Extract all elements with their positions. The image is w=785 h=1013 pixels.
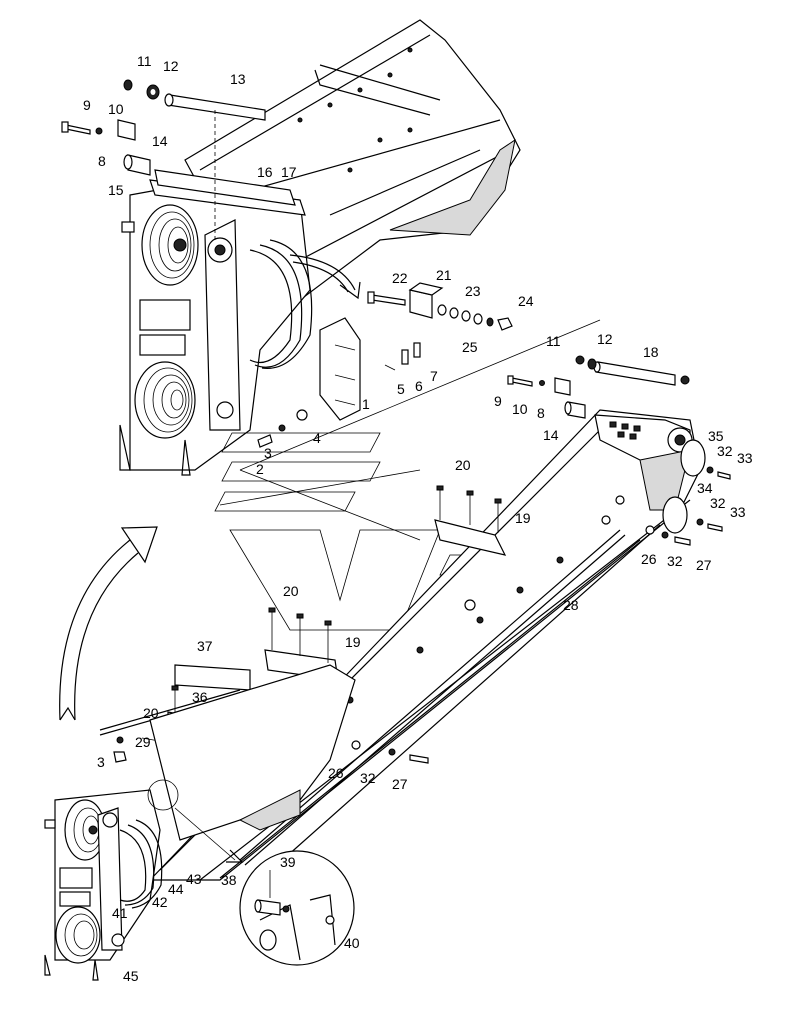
boom-head-holes — [609, 421, 641, 440]
label-6: 6 — [415, 378, 423, 394]
label-10-top: 10 — [108, 101, 124, 117]
part-labels: 11 12 13 9 10 14 8 16 17 15 22 21 23 24 … — [83, 53, 753, 984]
label-40: 40 — [344, 935, 360, 951]
label-43: 43 — [186, 871, 202, 887]
label-8-right: 8 — [537, 405, 545, 421]
label-34: 34 — [697, 480, 713, 496]
label-21: 21 — [436, 267, 452, 283]
label-20-top: 20 — [455, 457, 471, 473]
label-3-low: 3 — [97, 754, 105, 770]
label-29: 29 — [135, 734, 151, 750]
label-11-right: 11 — [546, 333, 561, 349]
right-exploded-parts — [507, 355, 731, 546]
label-18: 18 — [643, 344, 659, 360]
lower-sheave-stack — [134, 361, 196, 439]
upper-sheave-stack — [141, 204, 199, 286]
label-32-a: 32 — [717, 443, 733, 459]
label-19-top: 19 — [515, 510, 531, 526]
label-14-right: 14 — [543, 427, 559, 443]
label-45: 45 — [123, 968, 139, 984]
label-22: 22 — [392, 270, 408, 286]
upper-boom-section — [119, 19, 521, 476]
label-26-low: 26 — [328, 765, 344, 781]
flow-arrow — [59, 526, 158, 721]
label-28: 28 — [563, 597, 579, 613]
label-23: 23 — [465, 283, 481, 299]
label-9-top: 9 — [83, 97, 91, 113]
label-12-right: 12 — [597, 331, 613, 347]
label-35: 35 — [708, 428, 724, 444]
label-36: 36 — [192, 689, 208, 705]
label-14-top: 14 — [152, 133, 168, 149]
label-1: 1 — [362, 396, 370, 412]
label-3-top: 3 — [264, 445, 272, 461]
label-5: 5 — [397, 381, 405, 397]
label-20-low: 20 — [143, 705, 159, 721]
label-20-mid: 20 — [283, 583, 299, 599]
label-15: 15 — [108, 182, 124, 198]
label-27-right: 27 — [696, 557, 712, 573]
label-32-b: 32 — [710, 495, 726, 511]
label-2: 2 — [256, 461, 264, 477]
label-4: 4 — [313, 430, 321, 446]
upper-bolt-set — [436, 485, 502, 533]
label-19-mid: 19 — [345, 634, 361, 650]
label-44: 44 — [168, 881, 184, 897]
label-41: 41 — [112, 905, 128, 921]
label-38: 38 — [221, 872, 237, 888]
label-10-right: 10 — [512, 401, 528, 417]
label-27-low: 27 — [392, 776, 408, 792]
label-32-low: 32 — [360, 770, 376, 786]
label-24: 24 — [518, 293, 534, 309]
detail-zoom-circle — [239, 850, 355, 966]
label-7: 7 — [430, 368, 438, 384]
label-13: 13 — [230, 71, 246, 87]
lower-boom-head — [44, 664, 356, 981]
label-32-c: 32 — [667, 553, 683, 569]
label-37: 37 — [197, 638, 213, 654]
label-16: 16 — [257, 164, 273, 180]
leader-lines — [219, 319, 601, 541]
label-26-right: 26 — [641, 551, 657, 567]
label-8-top: 8 — [98, 153, 106, 169]
label-25: 25 — [462, 339, 478, 355]
label-39: 39 — [280, 854, 296, 870]
label-9-right: 9 — [494, 393, 502, 409]
label-42: 42 — [152, 894, 168, 910]
lower-bolt-set — [268, 607, 332, 663]
label-33-b: 33 — [730, 504, 746, 520]
label-33-a: 33 — [737, 450, 753, 466]
upper-exploded-parts — [61, 79, 513, 448]
label-12-top: 12 — [163, 58, 179, 74]
boom-bolt-holes — [297, 47, 413, 173]
label-11-top: 11 — [137, 53, 152, 69]
label-17: 17 — [281, 164, 297, 180]
